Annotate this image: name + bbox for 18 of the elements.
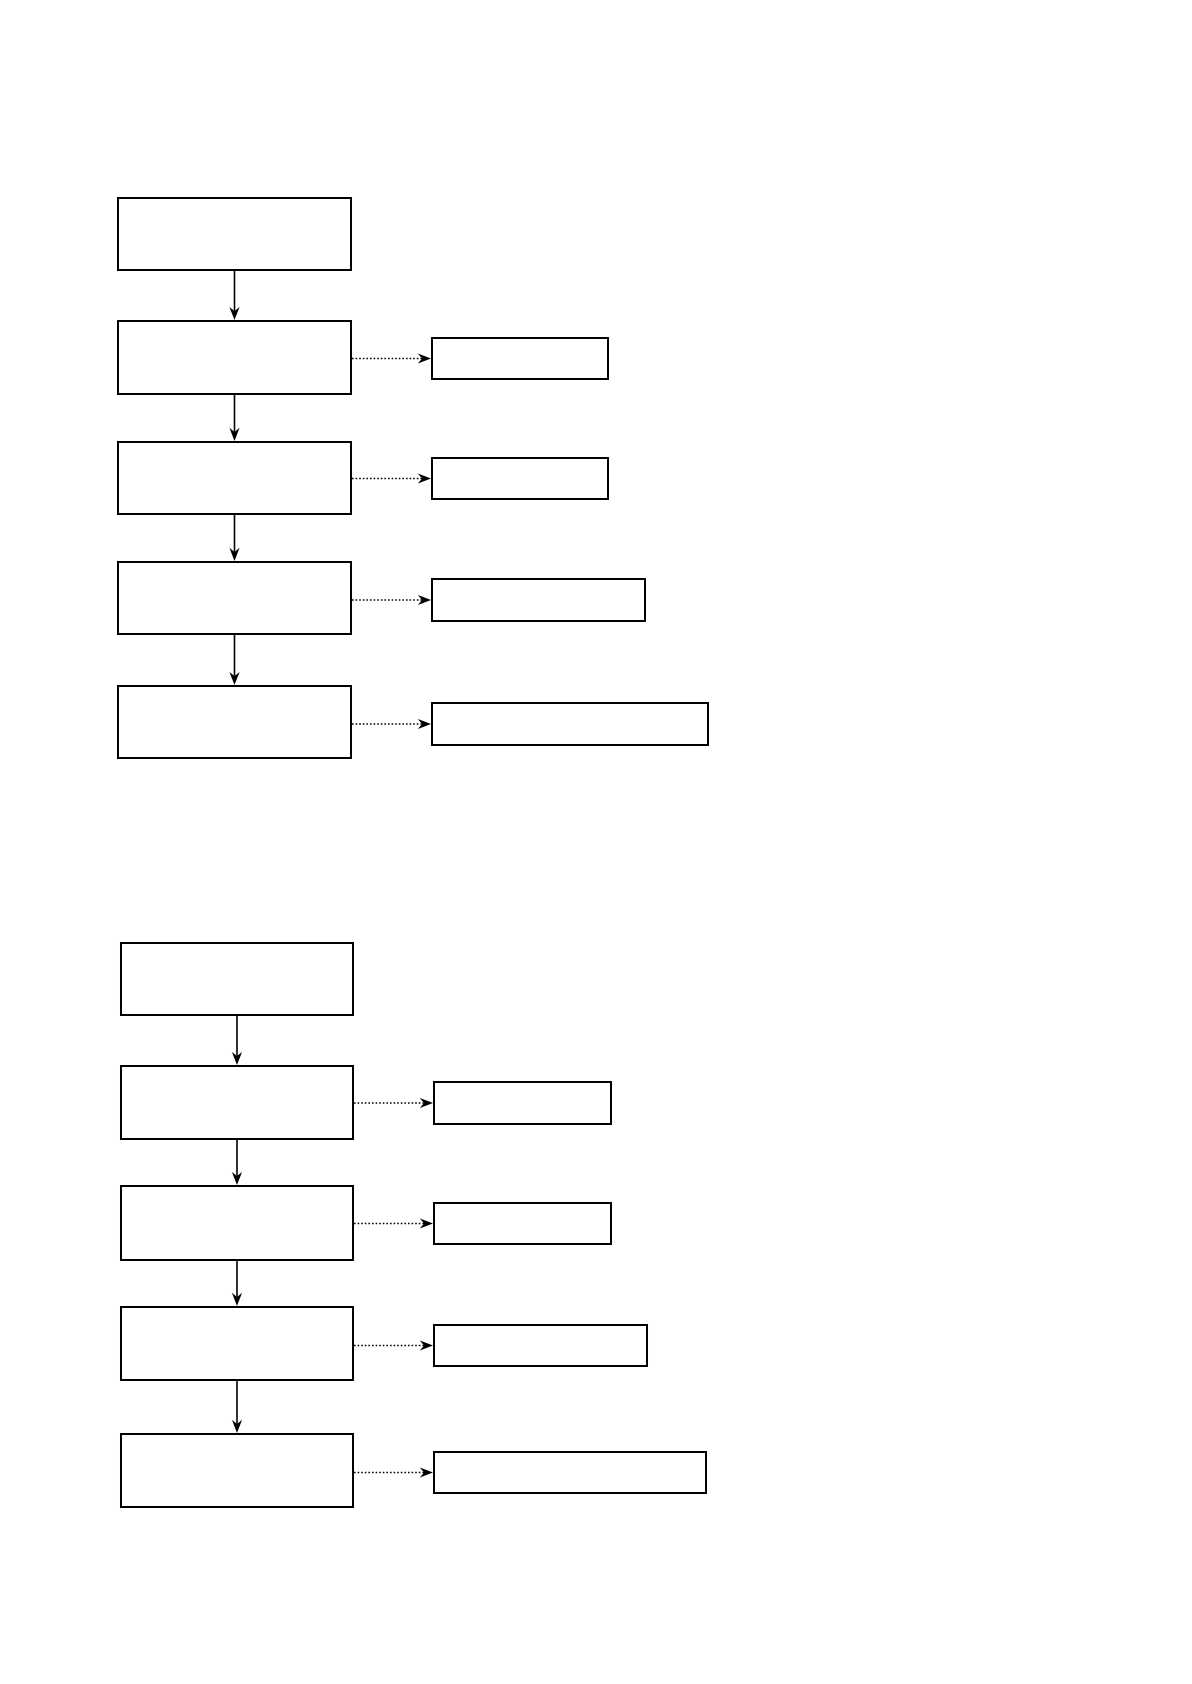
process-box	[120, 942, 354, 1016]
process-box	[117, 685, 352, 759]
process-box	[431, 457, 609, 500]
process-box	[117, 561, 352, 635]
process-box	[120, 1433, 354, 1508]
process-box	[433, 1202, 612, 1245]
process-box	[433, 1451, 707, 1494]
process-box	[117, 320, 352, 395]
process-box	[431, 578, 646, 622]
process-box	[433, 1081, 612, 1125]
process-box	[120, 1306, 354, 1381]
process-box	[117, 441, 352, 515]
process-box	[117, 197, 352, 271]
process-box	[431, 702, 709, 746]
process-box	[120, 1065, 354, 1140]
process-box	[120, 1185, 354, 1261]
process-box	[433, 1324, 648, 1367]
process-box	[431, 337, 609, 380]
